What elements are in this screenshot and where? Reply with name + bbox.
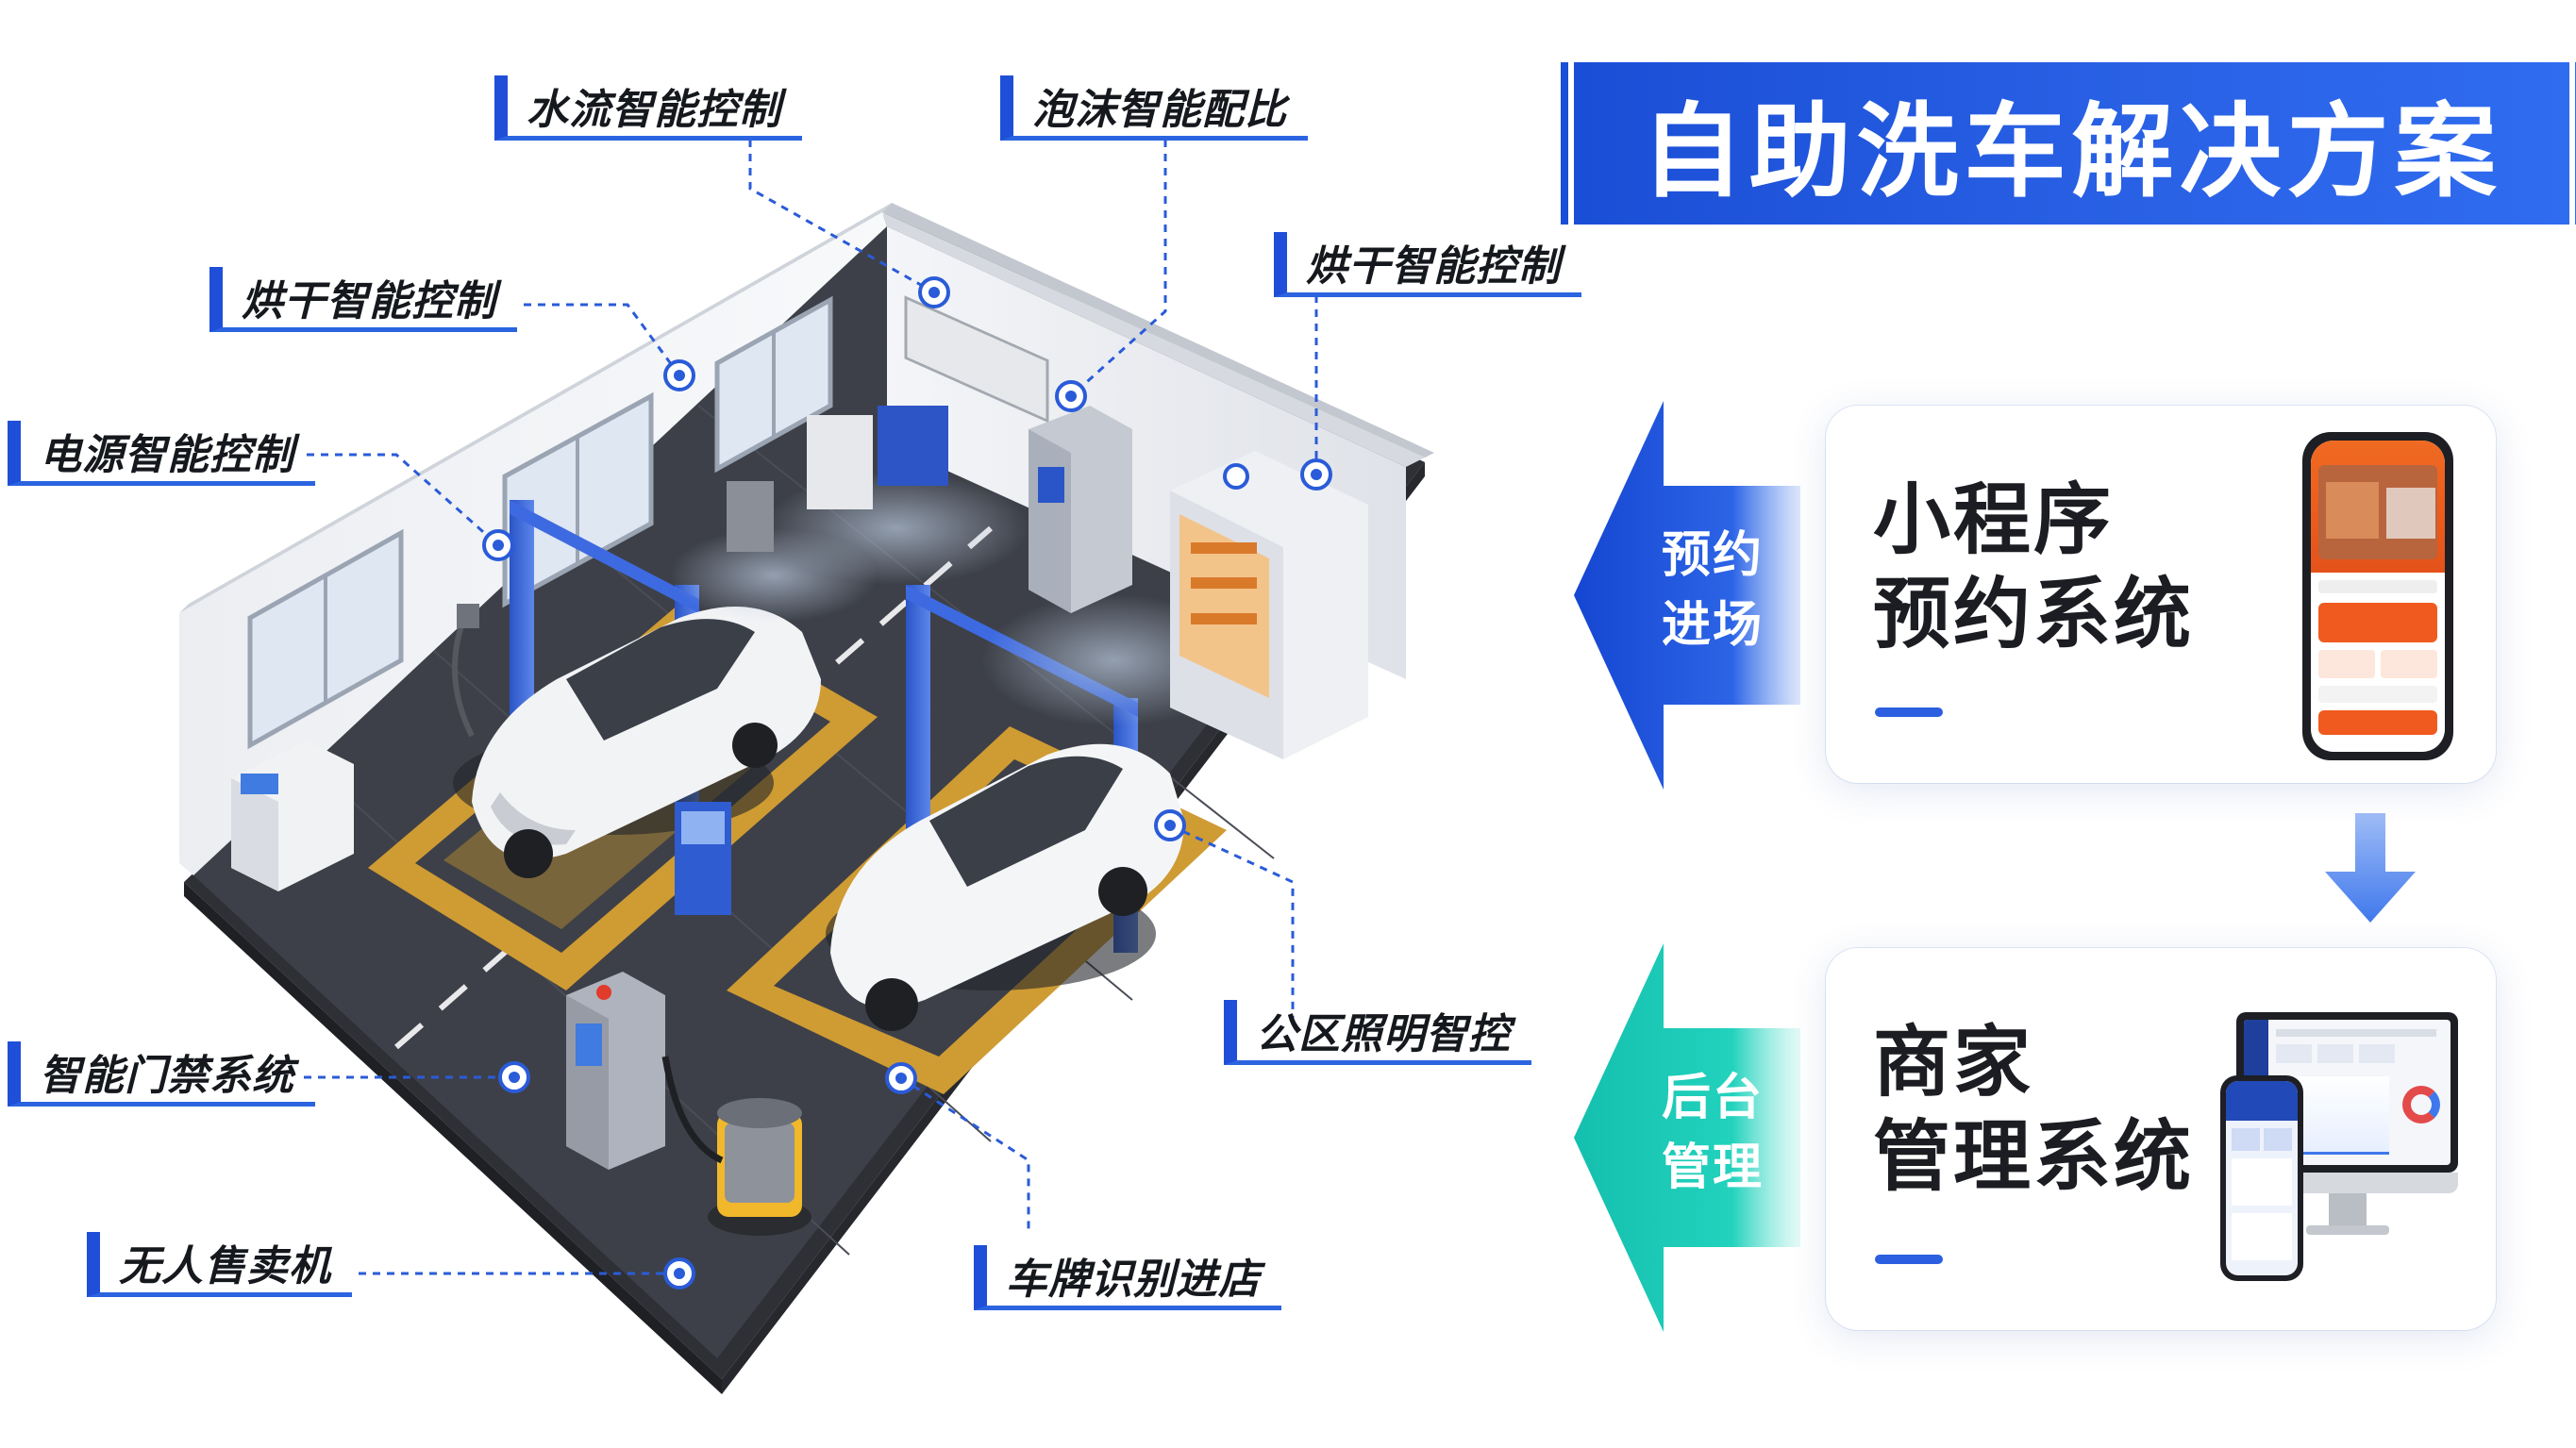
booking-title-line2: 预约系统 — [1873, 570, 2195, 659]
booking-title-line1: 小程序 — [1873, 475, 2115, 565]
merchant-title-line1: 商家 — [1873, 1018, 2034, 1107]
booking-card[interactable]: 小程序 预约系统 — [1826, 406, 2496, 783]
booking-flag-line2: 进场 — [1661, 597, 1764, 654]
callout-access-control: 智能门禁系统 — [8, 1041, 315, 1107]
callout-label: 水流智能控制 — [527, 86, 781, 134]
callout-label: 无人售卖机 — [119, 1242, 331, 1290]
callout-label: 车牌识别进店 — [1006, 1256, 1261, 1304]
phone-device-icon — [2220, 1075, 2303, 1281]
merchant-arrow-flag — [1574, 943, 1800, 1332]
page-title: 自助洗车解决方案 — [1641, 93, 2502, 211]
callout-label: 电源智能控制 — [40, 431, 294, 479]
merchant-flag-text: 后台 管理 — [1661, 1063, 1765, 1203]
title-banner: 自助洗车解决方案 — [1561, 62, 2576, 225]
merchant-card-accent — [1875, 1255, 1943, 1264]
car-wash-scene — [179, 140, 1434, 1394]
merchant-card[interactable]: 商家 管理系统 — [1826, 948, 2496, 1330]
booking-card-title: 小程序 预约系统 — [1873, 474, 2194, 662]
booking-flag-line1: 预约 — [1661, 527, 1764, 584]
merchant-flag-line2: 管理 — [1661, 1140, 1764, 1196]
callout-vending: 无人售卖机 — [87, 1232, 352, 1297]
callout-drying-left: 烘干智能控制 — [209, 267, 517, 332]
callout-label: 烘干智能控制 — [242, 277, 496, 325]
callout-foam-ratio: 泡沫智能配比 — [1000, 75, 1308, 141]
callout-label: 烘干智能控制 — [1306, 242, 1561, 291]
booking-arrow-flag — [1574, 401, 1800, 790]
callout-plate-recognition: 车牌识别进店 — [974, 1245, 1281, 1310]
merchant-title-line2: 管理系统 — [1873, 1112, 2195, 1202]
down-arrow-icon — [2325, 813, 2416, 923]
callout-label: 智能门禁系统 — [40, 1052, 294, 1100]
callout-power: 电源智能控制 — [8, 421, 315, 486]
merchant-flag-line1: 后台 — [1661, 1070, 1764, 1126]
callout-drying-right: 烘干智能控制 — [1274, 232, 1581, 297]
merchant-card-title: 商家 管理系统 — [1873, 1016, 2194, 1205]
callout-water-flow: 水流智能控制 — [494, 75, 802, 141]
callout-lighting: 公区照明智控 — [1224, 1000, 1531, 1065]
booking-card-accent — [1875, 707, 1943, 717]
booking-flag-text: 预约 进场 — [1661, 521, 1765, 660]
phone-device-icon — [2302, 432, 2453, 760]
callout-label: 泡沫智能配比 — [1032, 86, 1287, 134]
callout-label: 公区照明智控 — [1256, 1010, 1511, 1058]
callout-dot-icon — [482, 276, 1332, 1290]
